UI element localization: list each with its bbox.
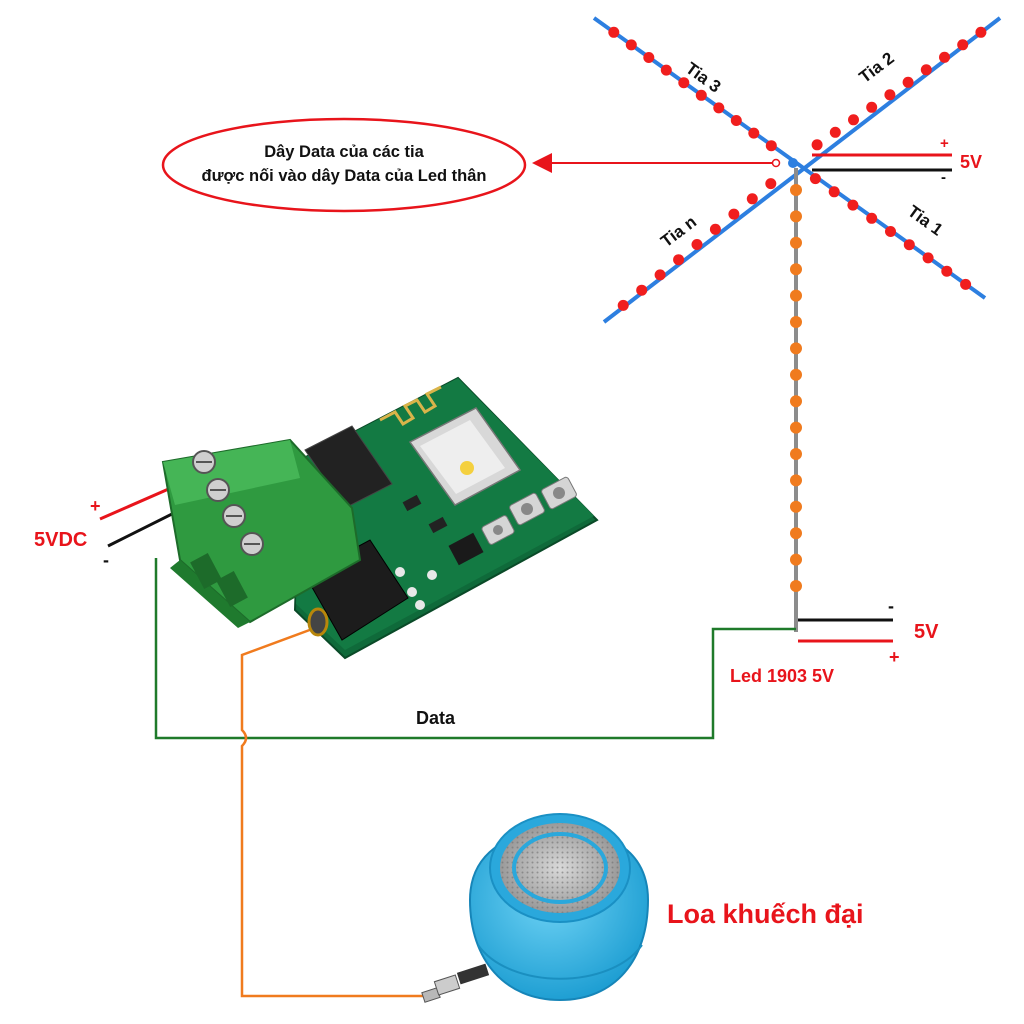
led-dot	[885, 226, 896, 237]
led-dot	[673, 254, 685, 266]
jack-socket	[307, 607, 329, 637]
ray-power-leads: + - 5V	[812, 135, 982, 186]
led-dot	[790, 236, 802, 249]
led-dot	[790, 316, 802, 328]
led-dot	[811, 139, 823, 151]
led-dot	[790, 527, 802, 540]
callout-line-1: Dây Data của các tia	[264, 143, 424, 161]
led-dot	[765, 140, 777, 152]
led-dot	[790, 580, 802, 592]
ray-led-dots	[608, 26, 987, 311]
led-dot	[809, 173, 821, 185]
led-dot	[790, 368, 802, 381]
regulator	[448, 532, 484, 566]
wifi-module-label	[420, 420, 505, 494]
led-dot	[884, 89, 896, 101]
callout-ellipse	[161, 117, 527, 213]
led-dot	[975, 26, 987, 38]
led-dot	[866, 101, 878, 113]
led-dot	[691, 239, 703, 250]
led-dot	[920, 64, 932, 76]
led-dot	[847, 199, 859, 211]
led-dot	[790, 342, 802, 355]
trunk-voltage-label: 5V	[914, 621, 939, 643]
push-buttons	[481, 476, 577, 545]
speaker-grille-ring	[512, 832, 608, 904]
terminal-block	[161, 438, 362, 628]
led-dot	[790, 553, 802, 566]
audio-wire	[240, 626, 425, 998]
led-dot	[643, 52, 655, 63]
input-plus-sign: +	[90, 496, 101, 516]
led-dot	[790, 500, 802, 513]
led-dot	[790, 474, 802, 487]
led-dot	[746, 193, 758, 205]
ray-plus-sign: +	[940, 135, 949, 152]
callout-arrow-origin	[771, 158, 781, 168]
audio-plug-icon	[421, 963, 490, 1003]
led-dot	[654, 269, 666, 281]
led-dot	[608, 26, 620, 38]
led-dot	[748, 127, 760, 139]
led-dot	[848, 114, 859, 126]
ray-minus-sign: -	[941, 169, 946, 186]
led-dot	[790, 421, 802, 434]
led-model-label: Led 1903 5V	[730, 666, 834, 686]
module-led-icon	[460, 461, 474, 475]
led-dot	[790, 448, 802, 460]
led-dot	[829, 126, 841, 138]
ray-line-diag-1	[592, 16, 987, 300]
wifi-antenna-trace	[379, 385, 442, 427]
data-wire-label: Data	[416, 708, 456, 728]
led-dot	[617, 299, 629, 311]
trunk-power-leads: - + 5V Led 1903 5V	[730, 596, 939, 686]
led-dot	[957, 39, 969, 51]
trunk-minus-sign: -	[888, 596, 894, 616]
led-dot	[790, 289, 802, 302]
led-dot	[902, 76, 914, 88]
led-dot	[713, 102, 725, 114]
callout-line-2: được nối vào dây Data của Led thân	[202, 167, 487, 185]
led-dot	[709, 223, 721, 235]
led-dot	[730, 115, 742, 126]
led-dot	[922, 252, 934, 264]
speaker-label: Loa khuếch đại	[667, 899, 864, 929]
led-dot	[790, 210, 802, 223]
input-voltage-label: 5VDC	[34, 529, 87, 551]
controller-board-icon	[161, 376, 599, 660]
led-rays	[592, 16, 1002, 324]
trunk-led-strip	[790, 168, 802, 632]
led-dot	[960, 278, 972, 290]
speaker-grille-mesh	[500, 823, 620, 913]
led-dot	[625, 39, 637, 51]
data-callout: Dây Data của các tia được nối vào dây Da…	[161, 117, 781, 213]
led-dot	[678, 77, 690, 89]
led-dot	[636, 284, 648, 296]
ray-voltage-label: 5V	[960, 152, 982, 172]
trunk-led-dots	[790, 184, 802, 592]
led-dot	[903, 239, 915, 251]
led-dot	[790, 263, 802, 276]
led-dot	[695, 89, 707, 101]
trunk-plus-sign: +	[889, 647, 900, 667]
led-dot	[828, 186, 840, 198]
junction-point	[788, 158, 798, 168]
led-dot	[866, 212, 878, 224]
led-dot	[939, 51, 950, 63]
input-minus-sign: -	[103, 550, 109, 570]
ray-label-tia1: Tia 1	[904, 202, 946, 240]
led-dot	[765, 178, 777, 190]
speaker-icon	[468, 813, 650, 1002]
ray-line-diag-2	[602, 16, 1002, 324]
led-dot	[660, 64, 672, 76]
ray-label-tia2: Tia 2	[856, 48, 898, 86]
led-dot	[790, 395, 802, 408]
data-wire	[154, 558, 796, 740]
led-dot	[790, 184, 802, 196]
led-dot	[941, 265, 953, 277]
led-dot	[728, 208, 740, 220]
